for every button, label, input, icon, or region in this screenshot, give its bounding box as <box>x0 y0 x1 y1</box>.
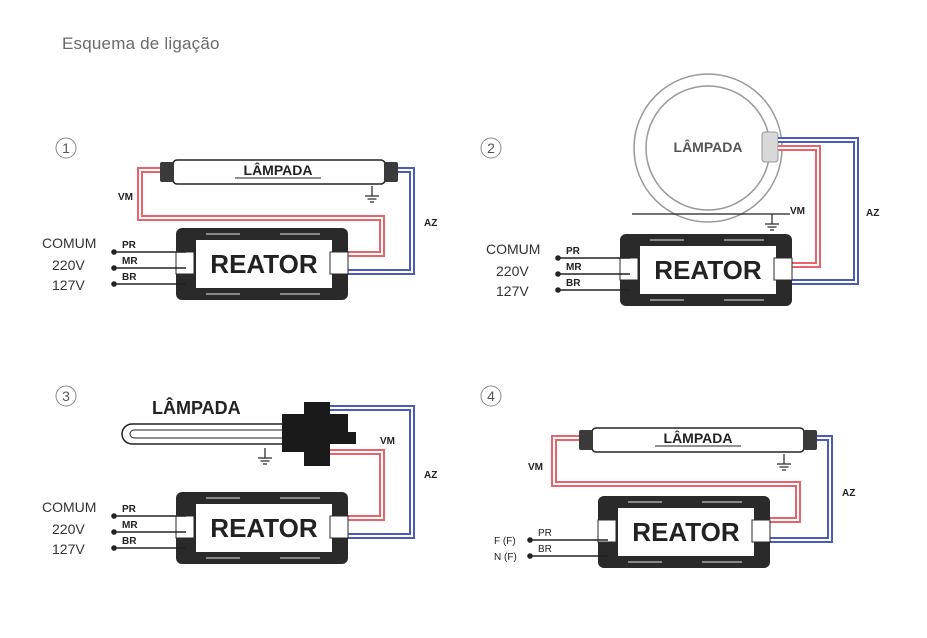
diagram-4-number-circle <box>480 385 502 407</box>
diagram-1-terminal-br: BR <box>122 272 137 283</box>
diagram-3-az-wire <box>330 405 415 539</box>
diagram-3-side-comum: COMUM <box>42 499 96 515</box>
diagram-4-reator-label: REATOR <box>632 517 740 547</box>
diagram-2-terminal-mr: MR <box>566 262 582 273</box>
diagram-1: 1 LÂMPADA VM AZ <box>42 137 437 300</box>
diagram-2-vm-label: VM <box>790 206 805 217</box>
diagram-2-input-wires <box>555 255 630 293</box>
diagram-1-vm-wire <box>137 167 385 257</box>
diagram-2-reator-label: REATOR <box>654 255 762 285</box>
diagram-3-terminal-pr: PR <box>122 504 137 515</box>
diagram-1-lamp-label: LÂMPADA <box>244 161 313 178</box>
diagram-4-reator-box <box>597 496 771 568</box>
diagram-1-vm-label: VM <box>118 192 133 203</box>
diagram-3-input-wires <box>111 513 186 551</box>
diagram-3-number-circle <box>55 385 77 407</box>
diagram-1-side-220v: 220V <box>52 257 85 273</box>
diagram-3-side-220v: 220V <box>52 521 85 537</box>
page-title: Esquema de ligação <box>62 34 220 53</box>
diagram-1-ground-icon <box>364 185 380 203</box>
diagram-2-side-127v: 127V <box>496 283 529 299</box>
diagram-2-side-comum: COMUM <box>486 241 540 257</box>
diagram-2-terminal-pr: PR <box>566 246 581 257</box>
diagram-2-ground-icon <box>764 213 780 231</box>
diagram-3-reator-label: REATOR <box>210 513 318 543</box>
diagram-2-terminal-br: BR <box>566 278 581 289</box>
diagram-2-number: 2 <box>487 140 495 156</box>
diagram-1-number-circle <box>55 137 77 159</box>
diagram-2-reator-box <box>619 234 793 306</box>
diagram-1-terminal-pr: PR <box>122 240 137 251</box>
diagram-3-reator-box <box>175 492 349 564</box>
diagram-4-vm-label: VM <box>528 462 543 473</box>
diagram-3-lamp <box>121 402 356 466</box>
diagram-4-lamp-label: LÂMPADA <box>664 429 733 446</box>
diagram-2: 2 LÂMPADA VM AZ <box>480 73 879 306</box>
diagram-2-lamp <box>633 73 783 223</box>
diagram-1-side-127v: 127V <box>52 277 85 293</box>
diagram-2-az-label: AZ <box>866 208 879 219</box>
diagram-2-vm-wire <box>778 145 821 268</box>
diagram-1-reator-box <box>175 228 349 300</box>
diagram-3-lamp-label: LÂMPADA <box>152 397 241 418</box>
diagram-2-number-circle <box>480 137 502 159</box>
diagram-3-vm-wire <box>330 449 385 521</box>
diagram-3: 3 LÂMPADA VM AZ <box>42 385 437 564</box>
diagram-1-number: 1 <box>62 140 70 156</box>
diagram-3-terminal-br: BR <box>122 536 137 547</box>
diagram-4-vm-wire <box>551 435 801 523</box>
diagram-4-terminal-br: BR <box>538 544 552 555</box>
diagram-4-ground-icon <box>776 453 792 471</box>
diagram-2-side-220v: 220V <box>496 263 529 279</box>
diagram-4-az-wire <box>768 435 833 543</box>
diagram-4-input-wires <box>527 537 608 559</box>
diagram-4-az-label: AZ <box>842 488 855 499</box>
diagram-3-ground-icon <box>257 447 273 465</box>
diagram-4-terminal-pr: PR <box>538 528 552 539</box>
diagram-3-number: 3 <box>62 388 70 404</box>
diagram-3-az-label: AZ <box>424 470 437 481</box>
diagram-4-number: 4 <box>487 388 495 404</box>
diagram-1-terminal-mr: MR <box>122 256 138 267</box>
diagram-4: 4 LÂMPADA VM AZ <box>480 385 855 568</box>
diagram-1-side-comum: COMUM <box>42 235 96 251</box>
diagram-1-lamp <box>160 159 398 185</box>
diagram-4-side-n: N (F) <box>494 552 517 563</box>
diagram-4-lamp <box>579 427 817 453</box>
diagram-1-input-wires <box>111 249 186 287</box>
diagram-2-az-wire <box>778 137 859 285</box>
diagram-1-reator-label: REATOR <box>210 249 318 279</box>
diagram-3-side-127v: 127V <box>52 541 85 557</box>
diagram-3-terminal-mr: MR <box>122 520 138 531</box>
diagram-3-vm-label: VM <box>380 436 395 447</box>
diagram-1-az-wire <box>345 167 415 275</box>
diagram-1-az-label: AZ <box>424 218 437 229</box>
diagram-4-side-f: F (F) <box>494 536 516 547</box>
diagram-2-lamp-label: LÂMPADA <box>674 138 743 155</box>
